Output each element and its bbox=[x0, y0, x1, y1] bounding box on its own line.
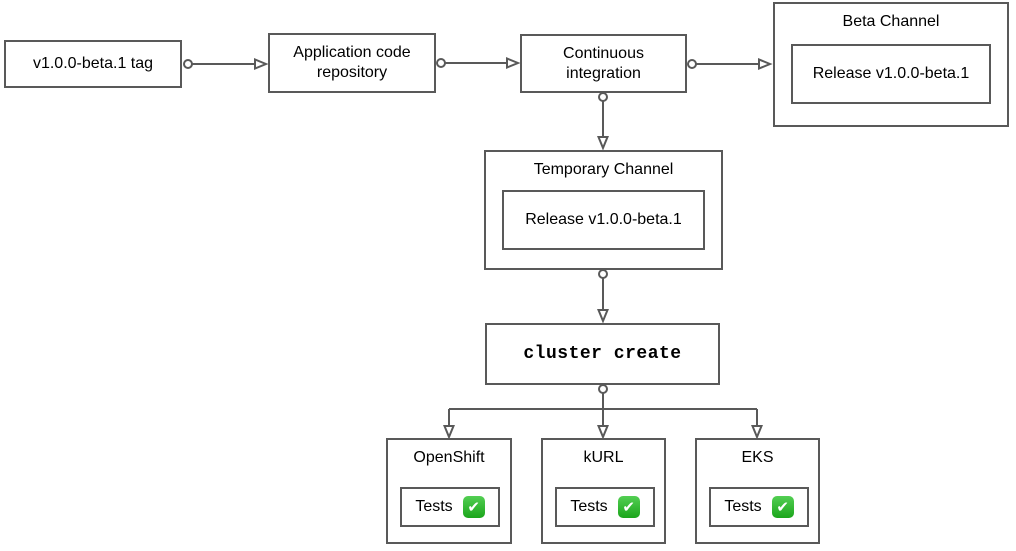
check-icon: ✔ bbox=[771, 496, 794, 518]
openshift-tests-label: Tests bbox=[415, 498, 453, 515]
node-temporary-channel: Temporary Channel Release v1.0.0-beta.1 bbox=[484, 150, 723, 270]
node-cluster-create: cluster create bbox=[485, 323, 720, 385]
node-kurl: kURL Tests ✔ bbox=[541, 438, 666, 544]
node-eks: EKS Tests ✔ bbox=[695, 438, 820, 544]
eks-tests-box: Tests ✔ bbox=[709, 487, 809, 527]
eks-title: EKS bbox=[741, 449, 774, 466]
eks-tests-label: Tests bbox=[724, 498, 762, 515]
beta-channel-release-label: Release v1.0.0-beta.1 bbox=[812, 65, 970, 82]
edge-temp-channel-to-cluster-create bbox=[597, 269, 609, 324]
node-ci-label: Continuous integration bbox=[563, 44, 644, 82]
check-icon: ✔ bbox=[462, 496, 485, 518]
edge-cluster-create-to-targets bbox=[443, 384, 763, 440]
beta-channel-title: Beta Channel bbox=[842, 13, 940, 30]
check-icon: ✔ bbox=[617, 496, 640, 518]
temporary-channel-title: Temporary Channel bbox=[533, 161, 674, 178]
node-tag: v1.0.0-beta.1 tag bbox=[4, 40, 182, 88]
openshift-tests-box: Tests ✔ bbox=[400, 487, 500, 527]
edge-tag-to-repo bbox=[183, 58, 269, 70]
node-tag-label: v1.0.0-beta.1 tag bbox=[32, 55, 154, 72]
node-app-repo: Application code repository bbox=[268, 33, 436, 93]
kurl-tests-label: Tests bbox=[570, 498, 608, 515]
node-beta-channel: Beta Channel Release v1.0.0-beta.1 bbox=[773, 2, 1009, 127]
edge-ci-to-beta-channel bbox=[687, 58, 773, 70]
edge-repo-to-ci bbox=[436, 57, 521, 69]
edge-ci-to-temp-channel bbox=[597, 92, 609, 151]
node-app-repo-label: Application code repository bbox=[293, 44, 411, 81]
temporary-channel-release-box: Release v1.0.0-beta.1 bbox=[502, 190, 705, 250]
openshift-title: OpenShift bbox=[413, 449, 485, 466]
kurl-title: kURL bbox=[583, 449, 624, 466]
temporary-channel-release-label: Release v1.0.0-beta.1 bbox=[525, 211, 682, 228]
node-openshift: OpenShift Tests ✔ bbox=[386, 438, 512, 544]
beta-channel-release-box: Release v1.0.0-beta.1 bbox=[791, 44, 991, 104]
kurl-tests-box: Tests ✔ bbox=[555, 487, 655, 527]
cluster-create-label: cluster create bbox=[523, 343, 682, 364]
node-continuous-integration: Continuous integration bbox=[520, 34, 687, 93]
